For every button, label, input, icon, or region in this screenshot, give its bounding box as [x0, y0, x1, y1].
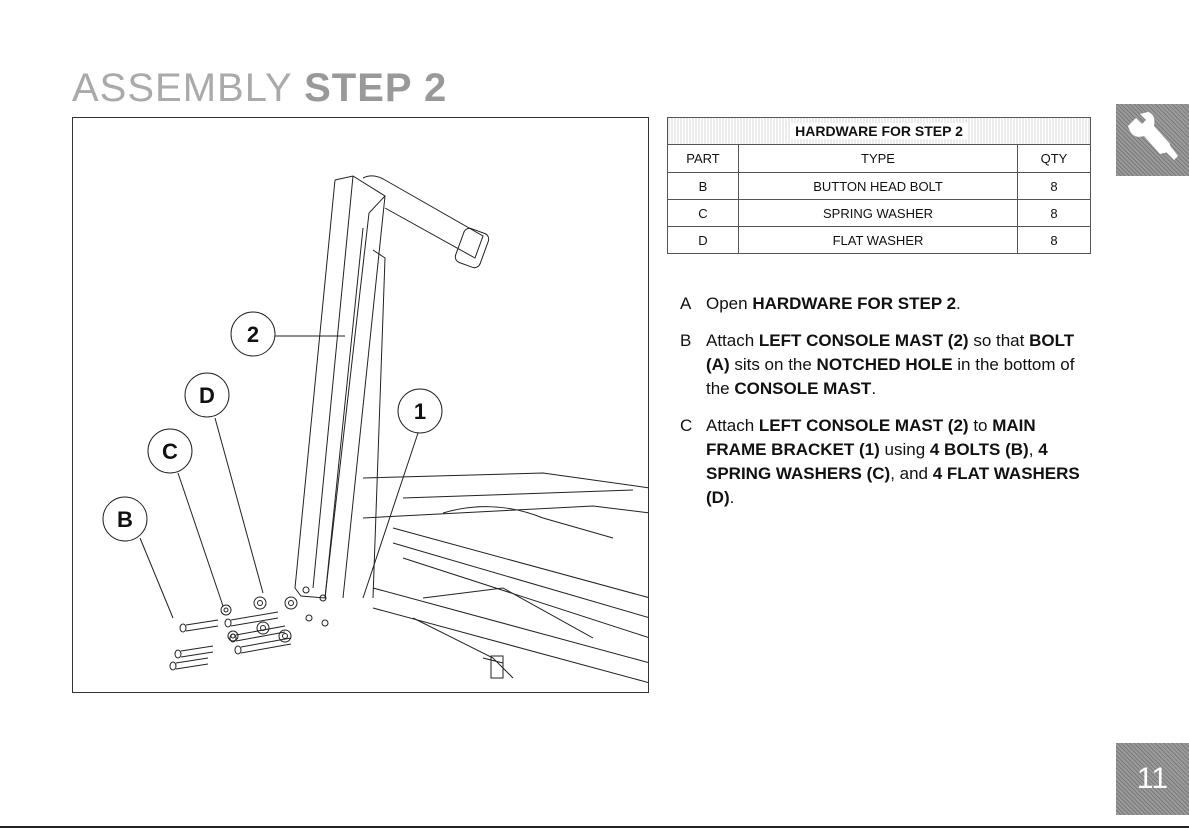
hardware-table-caption: HARDWARE FOR STEP 2 — [667, 117, 1091, 145]
table-row: C SPRING WASHER 8 — [667, 199, 1091, 227]
step-letter: B — [680, 331, 692, 350]
page-number: 11 — [1116, 743, 1189, 815]
callout-1: 1 — [414, 399, 426, 424]
table-row: B BUTTON HEAD BOLT 8 — [667, 172, 1091, 200]
assembly-illustration: 2 D C B 1 — [72, 117, 649, 693]
col-header-part: PART — [667, 144, 739, 173]
step-text: Attach LEFT CONSOLE MAST (2) to MAIN FRA… — [706, 416, 1080, 507]
col-header-type: TYPE — [738, 144, 1018, 173]
table-row: D FLAT WASHER 8 — [667, 226, 1091, 254]
instruction-steps: A Open HARDWARE FOR STEP 2. B Attach LEF… — [680, 292, 1080, 523]
hardware-table: HARDWARE FOR STEP 2 PART TYPE QTY B BUTT… — [667, 117, 1091, 254]
cell-type: FLAT WASHER — [738, 226, 1018, 254]
callout-b: B — [117, 507, 133, 532]
footer-rule — [0, 826, 1189, 828]
step-text: Open HARDWARE FOR STEP 2. — [706, 294, 961, 313]
callout-c: C — [162, 439, 178, 464]
title-step: STEP 2 — [304, 66, 448, 110]
cell-type: BUTTON HEAD BOLT — [738, 172, 1018, 200]
col-header-qty: QTY — [1017, 144, 1091, 173]
page-title: ASSEMBLY STEP 2 — [72, 64, 447, 112]
cell-qty: 8 — [1017, 226, 1091, 254]
step-letter: A — [680, 294, 692, 313]
cell-part: B — [667, 172, 739, 200]
step-letter: C — [680, 416, 693, 435]
cell-qty: 8 — [1017, 199, 1091, 227]
step-c: C Attach LEFT CONSOLE MAST (2) to MAIN F… — [680, 414, 1080, 510]
cell-type: SPRING WASHER — [738, 199, 1018, 227]
cell-qty: 8 — [1017, 172, 1091, 200]
step-a: A Open HARDWARE FOR STEP 2. — [680, 292, 1080, 316]
step-text: Attach LEFT CONSOLE MAST (2) so that BOL… — [706, 331, 1075, 398]
step-b: B Attach LEFT CONSOLE MAST (2) so that B… — [680, 329, 1080, 401]
section-tab — [1116, 104, 1189, 176]
cell-part: D — [667, 226, 739, 254]
title-assembly: ASSEMBLY — [72, 66, 292, 110]
callout-d: D — [199, 383, 215, 408]
illustration-drawing: 2 D C B 1 — [102, 175, 648, 683]
wrench-icon — [1128, 112, 1178, 160]
callout-2: 2 — [247, 322, 259, 347]
cell-part: C — [667, 199, 739, 227]
